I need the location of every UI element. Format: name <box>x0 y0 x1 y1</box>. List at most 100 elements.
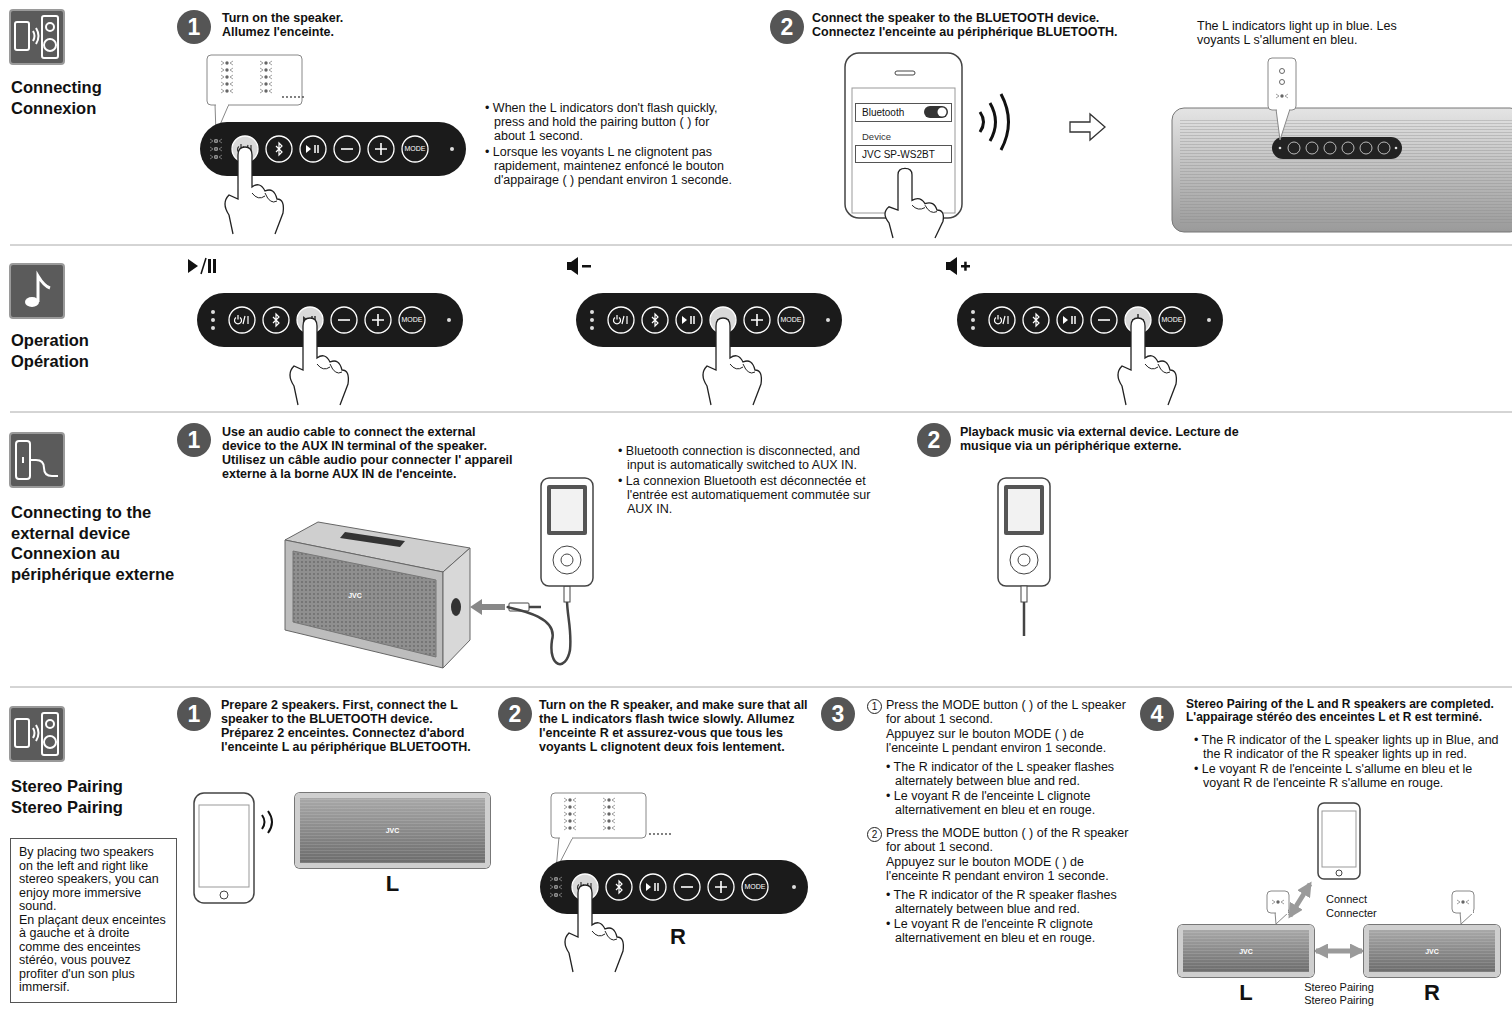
panel-button <box>742 874 768 900</box>
speaker-letter: L <box>1183 980 1309 1006</box>
step-number: 2 <box>770 10 804 44</box>
pause-glyph <box>315 145 318 153</box>
phone-body <box>1318 803 1360 879</box>
led <box>1280 69 1285 74</box>
led <box>554 885 557 888</box>
hand-outline <box>565 885 623 972</box>
hand <box>885 168 943 238</box>
node-text: 2 <box>928 427 941 454</box>
led-rays <box>603 805 615 809</box>
audio-cable <box>1023 602 1026 636</box>
speaker-letter: L <box>300 871 485 897</box>
hand-outline <box>290 318 348 405</box>
icon-driver <box>46 720 54 728</box>
bluetooth-glyph <box>1033 314 1039 326</box>
volume-icon <box>567 262 571 270</box>
led-rays <box>1457 900 1469 904</box>
led-rays <box>260 82 272 86</box>
step-number: 2 <box>498 697 532 731</box>
node-text: Bluetooth <box>862 107 904 118</box>
indicator-dot <box>971 326 975 330</box>
player-wheel <box>1010 546 1038 574</box>
play-glyph <box>306 145 311 153</box>
step-instruction: Turn on the speaker. Allumez l'enceinte. <box>222 11 392 39</box>
ellipsis-dot <box>282 96 284 98</box>
player-wheel <box>553 546 581 574</box>
media-player <box>541 478 593 586</box>
speaker-button <box>1342 142 1354 154</box>
section-title: Stereo Pairing Stereo Pairing <box>11 776 141 817</box>
indicator-dot <box>590 318 594 322</box>
led <box>214 147 217 150</box>
indicator-dot <box>214 155 218 159</box>
power-glyph <box>235 315 248 324</box>
icon-frame <box>10 264 64 318</box>
led <box>214 155 217 158</box>
pause-glyph <box>655 883 658 891</box>
speaker-texture <box>1180 118 1512 224</box>
bluetooth-glyph <box>276 143 282 155</box>
led <box>1461 900 1464 903</box>
pairing-arrow <box>1316 949 1362 954</box>
led <box>225 68 228 71</box>
pause-glyph <box>691 316 694 324</box>
speaker-front <box>285 540 443 668</box>
step-instruction: Prepare 2 speakers. First, connect the L… <box>221 698 479 754</box>
panel-body <box>957 293 1223 347</box>
panel-button <box>674 874 700 900</box>
led-rays <box>210 139 222 143</box>
led-rays <box>260 75 272 79</box>
indicator-dot <box>1279 147 1282 150</box>
panel-button <box>989 307 1015 333</box>
step-number: 2 <box>917 423 951 457</box>
panel-button <box>266 136 292 162</box>
indicator-dot <box>971 310 975 314</box>
panel-button <box>606 874 632 900</box>
speaker-button <box>1324 142 1336 154</box>
led-rays <box>1276 94 1288 98</box>
speaker-top-panel <box>340 532 405 547</box>
led-rays <box>260 89 272 93</box>
bluetooth-glyph <box>616 881 622 893</box>
volume-sign <box>964 262 967 271</box>
panel-body <box>197 293 463 347</box>
node-text: 2 <box>872 829 878 840</box>
indicator-dot <box>554 877 558 881</box>
indicator-callout <box>1267 891 1289 924</box>
node-text: 1 <box>872 701 878 712</box>
panel-button <box>778 307 804 333</box>
smartphone <box>194 793 254 903</box>
step-instruction: Use an audio cable to connect the extern… <box>222 425 514 481</box>
step-instruction: Connect the speaker to the BLUETOOTH dev… <box>812 11 1147 39</box>
player-body <box>541 478 593 586</box>
indicator-dot <box>826 318 830 322</box>
panel-button <box>676 307 702 333</box>
section-icon <box>10 707 64 761</box>
panel-body <box>576 293 842 347</box>
ellipsis-dot <box>665 833 667 835</box>
player-screen-frame <box>1004 485 1044 535</box>
panel-button <box>229 307 255 333</box>
play-glyph <box>1063 316 1068 324</box>
pause-icon <box>208 259 211 273</box>
step-number: 3 <box>821 697 855 731</box>
plus-glyph <box>715 881 727 893</box>
speaker-front: JVCL <box>295 793 490 868</box>
instruction-text: The L indicators light up in blue. Les v… <box>1197 19 1437 47</box>
led <box>607 798 610 801</box>
plus-glyph <box>372 314 384 326</box>
led <box>225 82 228 85</box>
panel-button <box>1159 307 1185 333</box>
volume-icon <box>950 257 957 275</box>
indicator-callout <box>1452 891 1474 924</box>
hand-outline <box>885 168 943 238</box>
led <box>264 61 267 64</box>
indicator-dot <box>211 318 215 322</box>
callout-box <box>551 793 646 838</box>
ellipsis-dot <box>669 833 671 835</box>
logo-text: JVC <box>1239 948 1253 955</box>
ellipsis-dot <box>649 833 651 835</box>
bluetooth-glyph <box>652 314 658 326</box>
panel-button <box>263 307 289 333</box>
hand <box>565 885 623 972</box>
